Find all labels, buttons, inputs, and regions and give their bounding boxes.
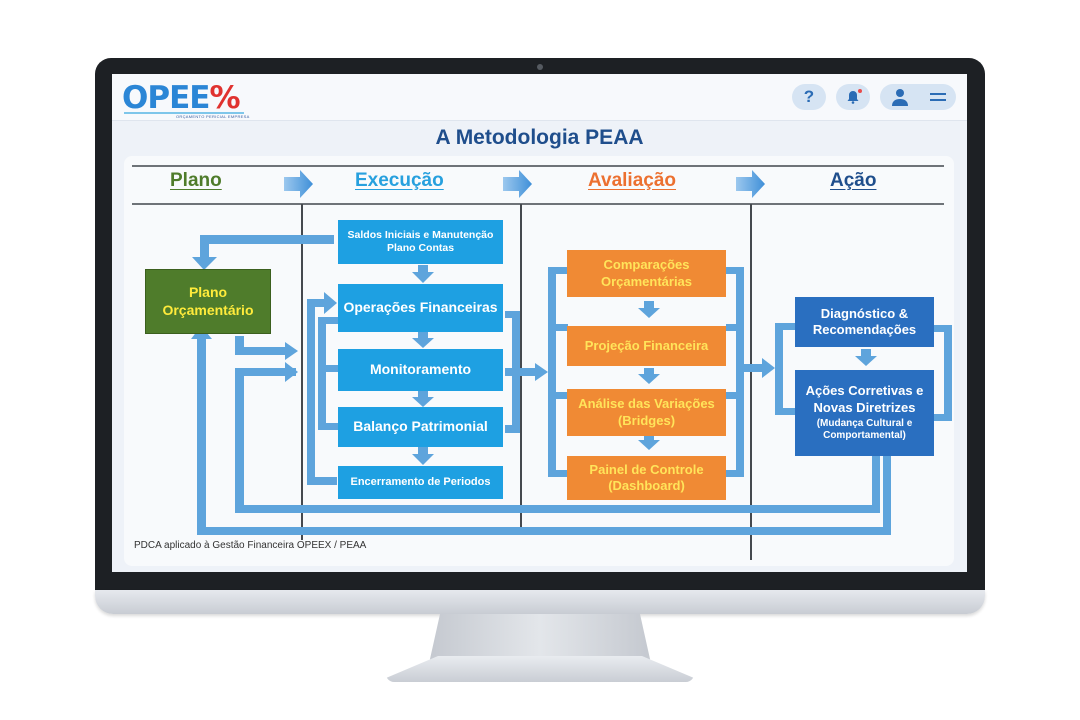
column-divider	[520, 204, 522, 530]
monitor-stand-foot	[386, 656, 694, 682]
logo[interactable]: OPEE%	[122, 80, 241, 116]
balanco-patrimonial-box[interactable]: Balanço Patrimonial	[338, 407, 503, 447]
header-bottom-rule	[132, 203, 944, 205]
painel-controle-box[interactable]: Painel de Controle (Dashboard)	[567, 456, 726, 500]
screen: OPEE% ORÇAMENTO PERICIAL EMPRESA ? A Met…	[112, 74, 967, 572]
saldos-iniciais-box[interactable]: Saldos Iniciais e Manutenção Plano Conta…	[338, 220, 503, 264]
help-button[interactable]: ?	[792, 84, 826, 110]
phase-arrow-icon	[736, 170, 765, 198]
hamburger-menu-icon	[929, 93, 946, 101]
user-icon	[891, 89, 908, 106]
logo-text: OPEE	[122, 80, 210, 116]
top-bar: OPEE% ORÇAMENTO PERICIAL EMPRESA ?	[112, 74, 967, 121]
phase-arrow-icon	[503, 170, 532, 198]
help-icon: ?	[803, 87, 815, 106]
projecao-financeira-box[interactable]: Projeção Financeira	[567, 326, 726, 366]
phase-avaliacao: Avaliação	[588, 170, 677, 191]
user-menu-button[interactable]	[880, 84, 956, 110]
notifications-button[interactable]	[836, 84, 870, 110]
phase-plano: Plano	[170, 170, 222, 191]
plano-orcamentario-box[interactable]: Plano Orçamentário	[145, 269, 271, 334]
encerramento-periodos-box[interactable]: Encerramento de Periodos	[338, 466, 503, 499]
logo-underline	[124, 112, 244, 114]
header-top-rule	[132, 165, 944, 167]
diagnostico-recomendacoes-box[interactable]: Diagnóstico & Recomendações	[795, 297, 934, 347]
phase-execucao: Execução	[355, 170, 444, 191]
monitoramento-box[interactable]: Monitoramento	[338, 349, 503, 391]
acoes-corretivas-title: Ações Corretivas e Novas Diretrizes	[805, 383, 924, 415]
column-divider	[301, 204, 303, 540]
notification-badge	[858, 89, 862, 93]
connectors	[191, 170, 952, 535]
acoes-corretivas-subtitle: (Mudança Cultural e Comportamental)	[816, 417, 913, 442]
monitor-chin	[95, 590, 985, 614]
logo-percent: %	[209, 80, 240, 116]
diagram-footer: PDCA aplicado à Gestão Financeira OPEEX …	[134, 540, 367, 551]
diagram-panel	[124, 156, 954, 566]
flow-arrows	[191, 235, 952, 535]
logo-subtitle: ORÇAMENTO PERICIAL EMPRESA	[176, 114, 250, 119]
comparacoes-orcamentarias-box[interactable]: Comparações Orçamentárias	[567, 250, 726, 297]
webcam	[537, 64, 543, 70]
phase-arrow-icon	[284, 170, 313, 198]
bell-icon	[847, 91, 859, 104]
phase-acao: Ação	[830, 170, 877, 191]
acoes-corretivas-box[interactable]: Ações Corretivas e Novas Diretrizes (Mud…	[795, 370, 934, 456]
analise-variacoes-box[interactable]: Análise das Variações (Bridges)	[567, 389, 726, 436]
page-title: A Metodologia PEAA	[435, 126, 644, 149]
operacoes-financeiras-box[interactable]: Operações Financeiras	[338, 284, 503, 332]
column-divider	[750, 204, 752, 560]
